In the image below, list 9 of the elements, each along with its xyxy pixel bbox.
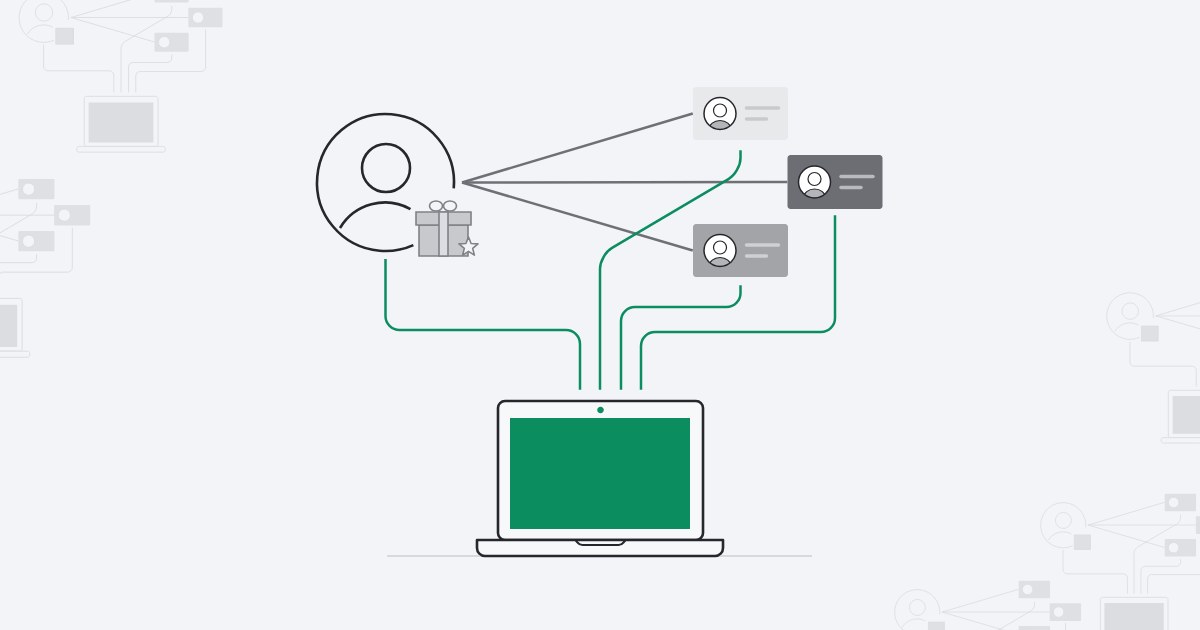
laptop [475,399,725,558]
connector-line [619,285,742,390]
connector-line [639,215,837,390]
user-icon [315,112,456,253]
connector-line [461,181,694,252]
connector-line [462,180,788,184]
connector-line [384,259,582,390]
connector-line [598,150,742,390]
connector-line [461,112,694,184]
